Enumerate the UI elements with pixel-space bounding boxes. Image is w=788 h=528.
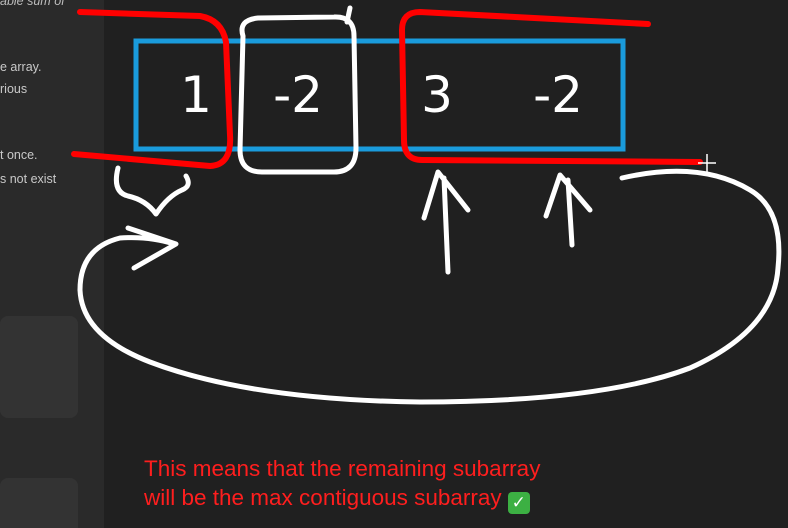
array-value: 1 [180, 66, 212, 124]
subtitle-caption: This means that the remaining subarray w… [144, 454, 540, 514]
description-line-2: e array. [0, 60, 42, 74]
check-mark-icon: ✓ [507, 492, 530, 514]
caption-line-2-text: will be the max contiguous subarray [144, 485, 502, 510]
highlight-box-white [237, 14, 359, 175]
ink-stroke [113, 165, 191, 217]
loop-arrow [77, 168, 782, 405]
highlight-box-red [399, 9, 703, 165]
example-card [0, 478, 78, 528]
crosshair-cursor-icon [698, 154, 716, 172]
description-line-1: able sum of [0, 0, 65, 8]
array-value: 3 [421, 66, 453, 124]
highlight-box-red [71, 9, 234, 169]
caption-line-1: This means that the remaining subarray [144, 456, 541, 481]
up-arrow-icon [543, 172, 593, 248]
array-value: -2 [533, 66, 583, 124]
arrow-head-icon [125, 225, 179, 271]
example-card [0, 316, 78, 418]
description-line-4: t once. [0, 148, 38, 162]
array-value: -2 [273, 66, 323, 124]
ink-stroke [344, 5, 353, 25]
array-box [133, 38, 626, 152]
description-line-5: s not exist [0, 172, 57, 186]
up-arrow-icon [421, 169, 471, 275]
description-line-3: rious [0, 82, 28, 96]
caption-line-2: will be the max contiguous subarray✓ [144, 483, 540, 514]
